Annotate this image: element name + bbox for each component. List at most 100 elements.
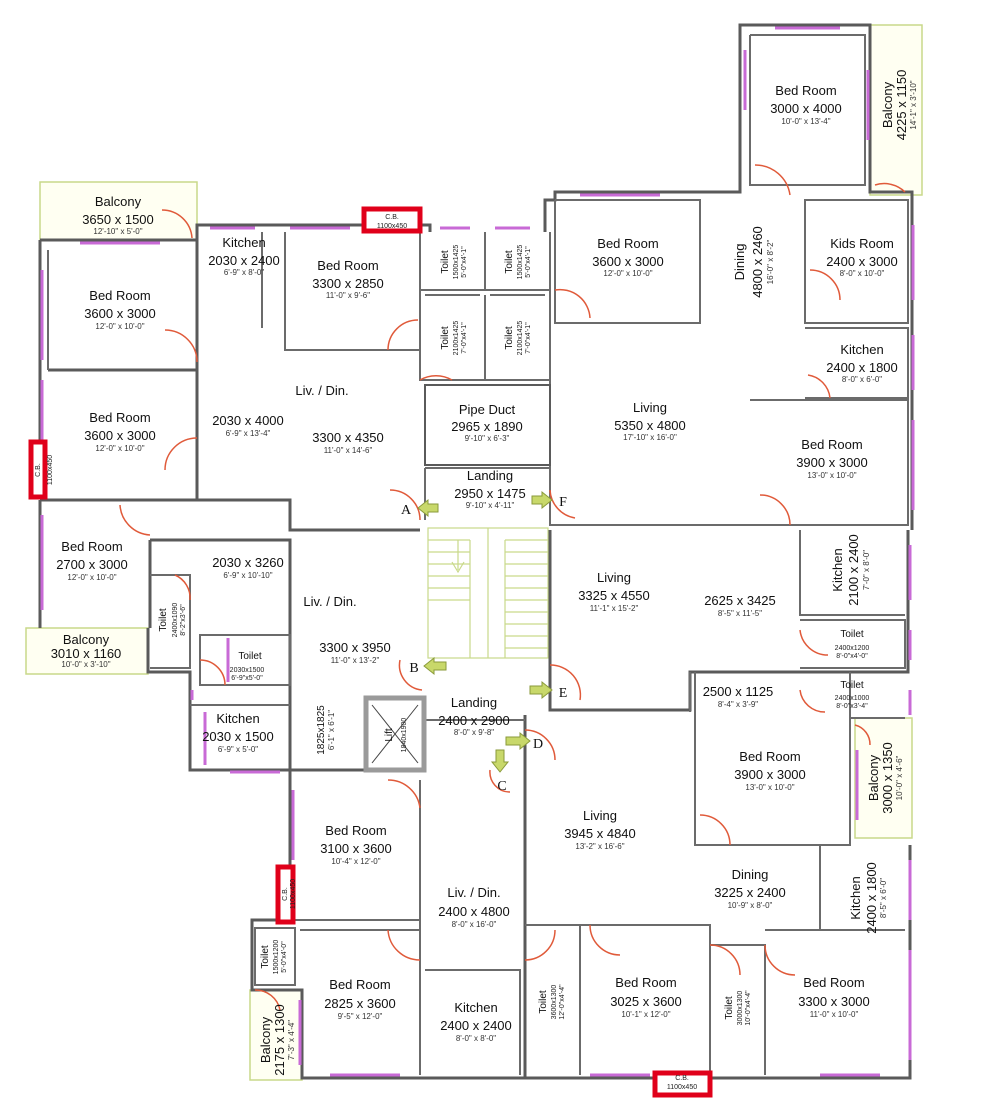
lift-name: Lift — [384, 728, 395, 742]
w-bed-dim: 2700 x 3000 — [56, 557, 128, 572]
se-balcony-name: Balcony — [866, 754, 881, 801]
landing-top-name: Landing — [467, 468, 513, 483]
pipe-duct-dim: 2965 x 1890 — [451, 419, 523, 434]
e-dim: 2625 x 3425 — [704, 593, 776, 608]
s-dining-name: Dining — [732, 867, 769, 882]
toilet-a-dim: 1500x1425 — [453, 245, 460, 280]
sw-balcony-imp: 7'-3" x 4'-4" — [287, 1020, 296, 1060]
s-bed2-imp: 10'-1" x 12'-0" — [621, 1010, 670, 1019]
w-livdin-name: Liv. / Din. — [303, 594, 356, 609]
cb-left-box — [28, 439, 48, 500]
sw-bed-name: Bed Room — [329, 977, 390, 992]
w-balcony-dim: 3010 x 1160 — [51, 646, 122, 661]
nw-balcony-dim: 3650 x 1500 — [82, 212, 154, 227]
w-toilet2-imp: 6'-9"x5'-0" — [231, 675, 263, 682]
ne-balcony-name: Balcony — [880, 81, 895, 128]
cb-bottom-left-box — [275, 864, 296, 925]
se-balcony-area — [854, 717, 913, 839]
landing-bottom-name: Landing — [451, 695, 497, 710]
pipe-duct-imp: 9'-10" x 6'-3" — [465, 434, 510, 443]
se-kitchen-name: Kitchen — [848, 876, 863, 919]
w-bed-imp: 12'-0" x 10'-0" — [67, 573, 116, 582]
staircase — [427, 527, 549, 659]
s-bed1-name: Bed Room — [325, 823, 386, 838]
e-dim2: 2500 x 1125 — [703, 684, 774, 699]
sw-toilet-name: Toilet — [260, 945, 271, 969]
cb-top-box — [361, 206, 423, 234]
ne-bed-top-imp: 10'-0" x 13'-4" — [781, 117, 830, 126]
w-toilet1-imp: 8'-2"x3'-6" — [180, 604, 187, 636]
toilet-a-imp: 5'-0"x4'-1" — [461, 246, 468, 278]
nw-bed2-imp: 11'-0" x 9'-6" — [326, 291, 370, 300]
ne-dining-imp: 16'-0" x 8'-2" — [766, 239, 775, 284]
sw-toilet-imp: 5'-0"x4'-0" — [281, 941, 288, 973]
ne-bed1-imp: 12'-0" x 10'-0" — [603, 269, 652, 278]
s-living-imp: 13'-2" x 16'-6" — [575, 842, 624, 851]
marker-c: C — [497, 779, 506, 794]
s-kitchen-imp: 8'-0" x 8'-0" — [456, 1034, 496, 1043]
nw-bed2-dim: 3300 x 2850 — [312, 276, 384, 291]
toilet-c-name: Toilet — [440, 326, 451, 350]
w-balcony-name: Balcony — [63, 632, 110, 647]
landing-top-dim: 2950 x 1475 — [454, 486, 526, 501]
nw-livdin-dim1: 2030 x 4000 — [212, 413, 284, 428]
nw-bed2-name: Bed Room — [317, 258, 378, 273]
toilet-d-name: Toilet — [504, 326, 515, 350]
nw-livdin-imp1: 6'-9" x 13'-4" — [226, 429, 271, 438]
ne-kitchen-dim: 2400 x 1800 — [826, 360, 898, 375]
e-dim2-imp: 8'-4" x 3'-9" — [718, 700, 758, 709]
w-livdin-imp2: 11'-0" x 13'-2" — [331, 656, 380, 665]
w-balcony-area — [25, 627, 149, 675]
e-kitchen-name: Kitchen — [830, 548, 845, 591]
marker-d: D — [533, 737, 543, 752]
ne-kids-name: Kids Room — [830, 236, 894, 251]
nw-balcony-imp: 12'-10" x 5'-0" — [93, 227, 142, 236]
s-toilet1-name: Toilet — [538, 990, 549, 1014]
ne-bed1-name: Bed Room — [597, 236, 658, 251]
sw-balcony-name: Balcony — [258, 1016, 273, 1063]
s-toilet2-dim: 3000x1300 — [737, 991, 744, 1026]
w-kitchen-imp: 6'-9" x 5'-0" — [218, 745, 258, 754]
landing-bottom-imp: 8'-0" x 9'-8" — [454, 728, 494, 737]
w-kitchen-dim: 2030 x 1500 — [202, 729, 274, 744]
e-toilet2-dim: 2400x1000 — [835, 695, 870, 702]
s-livdin-imp: 8'-0" x 16'-0" — [452, 920, 497, 929]
w-livdin-dim1: 2030 x 3260 — [212, 555, 284, 570]
ne-balcony-imp: 14'-1" x 3'-10" — [909, 80, 918, 129]
s-bed2-name: Bed Room — [615, 975, 676, 990]
direction-arrows — [417, 490, 553, 773]
nw-bed3-dim: 3600 x 3000 — [84, 428, 156, 443]
marker-b: B — [409, 661, 418, 676]
windows — [40, 26, 915, 1077]
nw-bed1-imp: 12'-0" x 10'-0" — [95, 322, 144, 331]
w-livdin-dim2: 3300 x 3950 — [319, 640, 391, 655]
sw-bed-imp: 9'-5" x 12'-0" — [338, 1012, 383, 1021]
nw-balcony-name: Balcony — [95, 194, 142, 209]
sw-balcony-area — [249, 989, 303, 1081]
cb-bottom-dim: 1100x450 — [667, 1084, 697, 1091]
arrow-b-icon — [423, 656, 447, 676]
ne-bed1-dim: 3600 x 3000 — [592, 254, 664, 269]
sw-toilet-dim: 1500x1200 — [273, 940, 280, 975]
w-toilet2-name: Toilet — [238, 651, 262, 662]
walls — [38, 23, 914, 1080]
cb-bottom-box — [652, 1070, 713, 1098]
e-kitchen-dim: 2100 x 2400 — [846, 534, 861, 606]
cb-left-name: C.B. — [35, 463, 42, 477]
e-toilet2-imp: 8'-0"x3'-4" — [836, 703, 868, 710]
cb-left-dim: 1100x450 — [47, 455, 54, 485]
w-toilet2-dim: 2030x1500 — [230, 667, 265, 674]
toilet-b-dim: 1500x1425 — [517, 245, 524, 280]
nw-livdin-imp2: 11'-0" x 14'-6" — [324, 446, 373, 455]
e-toilet1-name: Toilet — [840, 629, 864, 640]
arrow-f-icon — [531, 490, 553, 510]
s-toilet2-imp: 10'-0"x4'-4" — [745, 990, 752, 1026]
passage-imp: 6'-1" x 6'-1" — [327, 710, 336, 750]
cb-bottom-left-dim: 1100x450 — [290, 879, 297, 909]
s-toilet1-dim: 3600x1300 — [551, 985, 558, 1020]
ne-living-name: Living — [633, 400, 667, 415]
se-balcony-imp: 10'-0" x 4'-6" — [895, 755, 904, 800]
pipe-duct-box — [424, 384, 551, 466]
ne-living-dim: 5350 x 4800 — [614, 418, 686, 433]
